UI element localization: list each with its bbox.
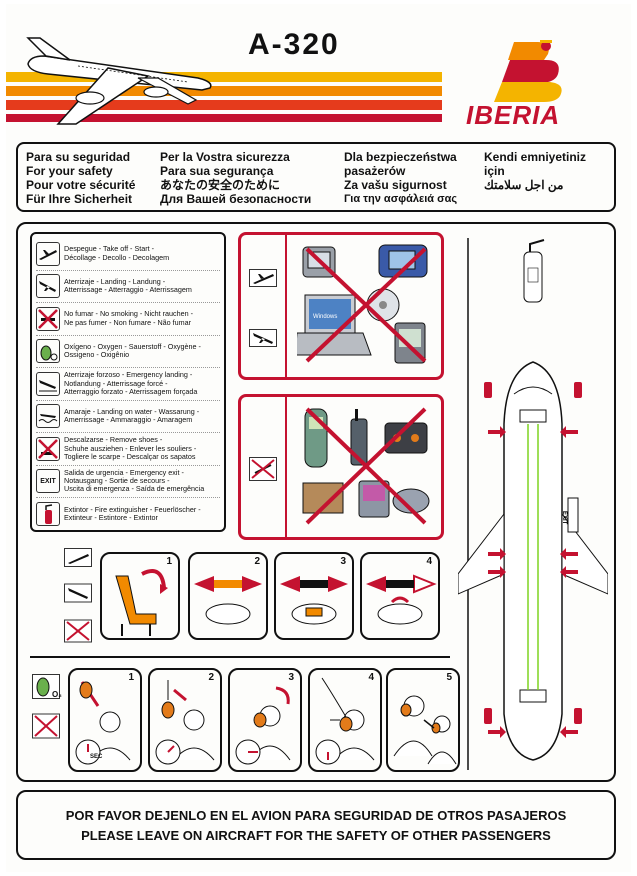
legend-row: Amaraje - Landing on water - Wassarung -… — [36, 401, 220, 433]
safety-card: A-320 IBERIA Para su seguridad For your … — [6, 4, 631, 872]
oxygen-label: O₂ — [52, 690, 62, 699]
breathe-illustration — [315, 677, 375, 765]
phrase: من اجل سلامتك — [484, 178, 564, 192]
main-instructions-frame: Despegue - Take off - Start -Décollage -… — [16, 222, 616, 782]
legend-row: Despegue - Take off - Start -Décollage -… — [36, 238, 220, 271]
phrase: For your safety — [26, 164, 113, 178]
safety-phrases-box: Para su seguridad For your safety Pour v… — [16, 142, 616, 212]
oxygen-step: 2 — [148, 668, 222, 772]
takeoff-icon — [249, 269, 277, 287]
landing-icon — [249, 329, 277, 347]
transmitting-devices-illustration — [302, 407, 430, 525]
legend-row: Aterrizaje - Landing - Landung -Atterris… — [36, 271, 220, 303]
phrase: Dla bezpieczeństwa pasażerów — [344, 150, 457, 178]
place-mask-illustration — [235, 686, 291, 765]
landing-icon — [36, 274, 60, 299]
legend-row: Oxígeno - Oxygen - Sauerstoff - Oxygène … — [36, 336, 220, 368]
fire-extinguisher-icon — [36, 502, 60, 527]
fire-extinguisher-icon — [523, 239, 545, 303]
mask-drop-illustration — [75, 681, 131, 765]
legend-row: Extintor - Fire extinguisher - Feuerlösc… — [36, 498, 220, 531]
oxygen-step: 1 — [68, 668, 142, 772]
landing-icon — [68, 588, 88, 599]
phrase: Para sua segurança — [160, 164, 274, 178]
remove-shoes-icon — [36, 436, 60, 461]
exit-icon: EXIT — [36, 469, 60, 494]
buckle-illustration — [194, 576, 262, 625]
aircraft-floor-plan: EXIT — [458, 238, 608, 770]
phrase: Für Ihre Sicherheit — [26, 192, 133, 206]
oxygen-icon — [36, 339, 60, 364]
exit-label: EXIT — [561, 511, 567, 525]
seatbelt-icons — [64, 548, 92, 643]
legend-row: EXIT Salida de urgencia - Emergency exit… — [36, 466, 220, 498]
footer-line-es: POR FAVOR DEJENLO EN EL AVION PARA SEGUR… — [65, 808, 567, 823]
electronic-devices-illustration: Windows — [297, 244, 428, 364]
no-transmitting-icon — [249, 457, 277, 481]
section-divider — [30, 656, 450, 658]
phrase: Para su seguridad — [26, 150, 131, 164]
seatbelt-step: 1 — [100, 552, 180, 640]
help-others-illustration — [393, 695, 457, 765]
timer-label: SEC — [90, 754, 103, 760]
no-smoking-icon — [36, 306, 60, 331]
oxygen-step: 4 — [308, 668, 382, 772]
phrase: Kendi emniyetiniz için — [484, 150, 587, 178]
seatbelt-step: 3 — [274, 552, 354, 640]
legend-row: No fumar - No smoking - Nicht rauchen -N… — [36, 303, 220, 336]
airline-name: IBERIA — [466, 100, 561, 130]
livery-stripes — [6, 72, 442, 128]
pictogram-legend: Despegue - Take off - Start -Décollage -… — [30, 232, 226, 532]
prohibited-devices-always — [238, 394, 444, 540]
footer-line-en: PLEASE LEAVE ON AIRCRAFT FOR THE SAFETY … — [81, 828, 551, 843]
seat-illustration — [115, 569, 168, 636]
phrase: Per la Vostra sicurezza — [160, 150, 290, 164]
phrase: Za vašu sigurnost — [344, 178, 447, 192]
seatbelt-step: 4 — [360, 552, 440, 640]
oxygen-icons — [32, 674, 60, 739]
tighten-illustration — [280, 576, 348, 625]
phrase: Pour votre sécurité — [26, 178, 136, 192]
phrase: Для Вашей безопасности — [160, 192, 312, 206]
phrase: Για την ασφάλειά σας — [344, 193, 458, 205]
pull-mask-illustration — [155, 680, 215, 765]
aircraft-illustration — [26, 37, 212, 125]
seatbelt-step: 2 — [188, 552, 268, 640]
emergency-landing-icon — [36, 371, 60, 396]
oxygen-step: 3 — [228, 668, 302, 772]
aircraft-model-title: A-320 — [248, 28, 340, 61]
legend-row: Aterrizaje forzoso - Emergency landing -… — [36, 368, 220, 401]
takeoff-icon — [68, 554, 89, 564]
oxygen-step: 5 — [386, 668, 460, 772]
unbuckle-illustration — [366, 574, 437, 625]
iberia-logo-icon — [494, 40, 562, 102]
footer-notice: POR FAVOR DEJENLO EN EL AVION PARA SEGUR… — [16, 790, 616, 860]
phrase: あなたの安全のために — [160, 178, 281, 192]
water-landing-icon — [36, 404, 60, 429]
windows-label: Windows — [313, 314, 337, 320]
takeoff-icon — [36, 241, 60, 266]
legend-row: Descalzarse - Remove shoes -Schuhe auszi… — [36, 433, 220, 466]
prohibited-devices-takeoff-landing: Windows — [238, 232, 444, 380]
